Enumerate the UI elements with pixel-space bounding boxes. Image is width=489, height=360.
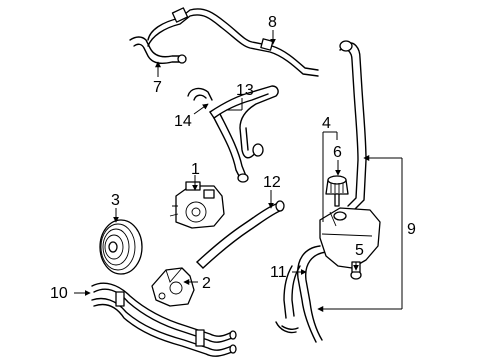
steering-pump-part-1 xyxy=(169,181,225,229)
return-pipe-part-13 xyxy=(209,85,279,159)
hose-part-12 xyxy=(196,200,285,269)
hose-bracket-part-7 xyxy=(129,36,187,65)
pressure-hose-part-8 xyxy=(147,7,319,77)
reservoir-part-4 xyxy=(319,207,381,280)
reservoir-cap-part-6 xyxy=(325,175,349,207)
callout-7: 7 xyxy=(153,79,162,96)
callout-10: 10 xyxy=(50,285,68,302)
return-hose-part-11 xyxy=(275,245,327,343)
callout-14: 14 xyxy=(174,113,192,130)
callout-6: 6 xyxy=(333,144,342,161)
callout-1: 1 xyxy=(191,161,200,178)
pulley-part-3 xyxy=(99,219,143,275)
callout-2: 2 xyxy=(202,275,211,292)
callout-3: 3 xyxy=(111,192,120,209)
hose-assembly-part-10 xyxy=(91,282,237,357)
hose-part-14 xyxy=(187,87,249,183)
callout-9: 9 xyxy=(407,221,416,238)
callout-8: 8 xyxy=(268,14,277,31)
reservoir-hose-part-9 xyxy=(339,40,367,211)
leader-lines xyxy=(74,30,403,312)
callout-12: 12 xyxy=(263,174,281,191)
callout-11: 11 xyxy=(270,264,287,281)
callout-4: 4 xyxy=(322,115,331,132)
callout-labels: 1 2 3 4 5 6 7 8 9 10 11 12 13 14 xyxy=(50,14,416,302)
callout-13: 13 xyxy=(236,82,254,99)
callout-5: 5 xyxy=(355,242,364,259)
mounting-bracket-part-2 xyxy=(151,267,195,307)
